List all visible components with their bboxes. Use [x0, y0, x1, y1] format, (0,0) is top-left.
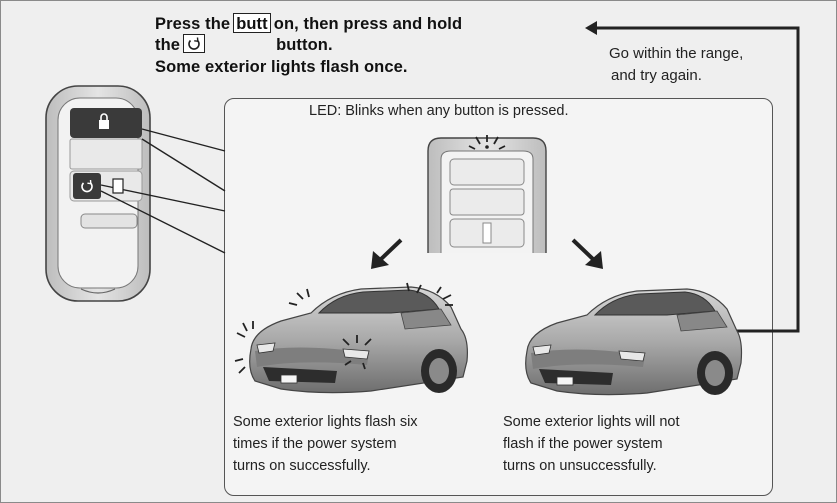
success-line3: turns on successfully. — [233, 458, 371, 474]
lock-icon — [99, 113, 109, 129]
key-fob — [45, 85, 151, 302]
car-lights-flashing — [234, 282, 468, 394]
instruction-line3: Some exterior lights flash once. — [155, 58, 408, 76]
arrow-down-right-icon — [571, 238, 603, 269]
failure-line1: Some exterior lights will not — [503, 414, 680, 430]
retry-line1: Go within the range, — [609, 45, 744, 62]
lock-button-inline-icon: butt — [233, 12, 271, 33]
success-line2: times if the power system — [233, 436, 397, 452]
retry-text: Go within the range, and try again. — [609, 43, 743, 87]
power-start-button — [73, 173, 101, 199]
flash-marks — [234, 282, 453, 374]
power-start-icon — [81, 179, 93, 193]
success-caption: Some exterior lights flash six times if … — [233, 411, 418, 477]
failure-caption: Some exterior lights will not flash if t… — [503, 411, 680, 477]
arrow-down-left-icon — [371, 238, 403, 269]
instruction-line2-end: button. — [276, 36, 333, 54]
car-no-flash — [525, 288, 743, 396]
success-line1: Some exterior lights flash six — [233, 414, 418, 430]
led-blink-icon — [468, 135, 506, 150]
instruction-line1-start: Press the — [155, 15, 231, 33]
power-start-inline-icon — [183, 34, 206, 54]
instruction-line1-end: on, then press and hold — [273, 15, 463, 33]
return-arrow-icon — [585, 21, 800, 333]
instruction-overlap-text: butt — [236, 14, 268, 33]
led-note: LED: Blinks when any button is pressed. — [309, 103, 569, 119]
instruction-line2-start: the — [155, 36, 181, 54]
callout-lines — [100, 128, 226, 254]
failure-line3: turns on unsuccessfully. — [503, 458, 657, 474]
center-key-fob — [427, 135, 547, 253]
failure-line2: flash if the power system — [503, 436, 663, 452]
retry-line2: and try again. — [611, 67, 702, 84]
